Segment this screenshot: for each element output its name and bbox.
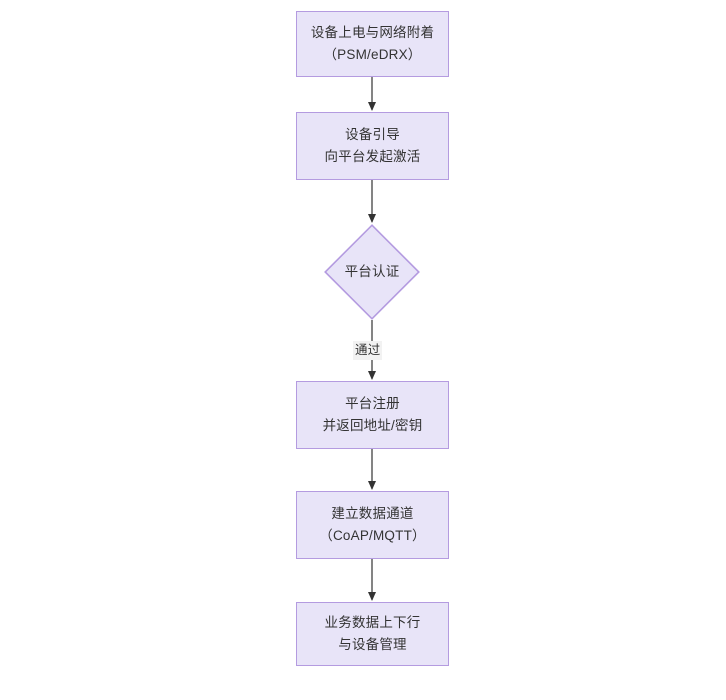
node-device-power-on[interactable]: 设备上电与网络附着 （PSM/eDRX） xyxy=(296,11,449,77)
node-establish-data-channel[interactable]: 建立数据通道 （CoAP/MQTT） xyxy=(296,491,449,559)
edge-label-pass: 通过 xyxy=(353,341,383,360)
node-label-device-bootstrap: 设备引导 向平台发起激活 xyxy=(324,126,421,164)
node-label-platform-authentication: 平台认证 xyxy=(344,264,400,280)
node-label-business-data-and-device-management: 业务数据上下行 与设备管理 xyxy=(324,614,421,652)
node-device-bootstrap[interactable]: 设备引导 向平台发起激活 xyxy=(296,112,449,180)
diamond-shape xyxy=(324,224,420,320)
node-label-platform-registration: 平台注册 并返回地址/密钥 xyxy=(322,395,423,433)
node-business-data-and-device-management[interactable]: 业务数据上下行 与设备管理 xyxy=(296,602,449,666)
node-platform-registration[interactable]: 平台注册 并返回地址/密钥 xyxy=(296,381,449,449)
edge-label-pass-text: 通过 xyxy=(355,343,381,357)
node-label-device-power-on: 设备上电与网络附着 （PSM/eDRX） xyxy=(310,24,435,62)
node-label-establish-data-channel: 建立数据通道 （CoAP/MQTT） xyxy=(319,505,426,543)
node-platform-authentication[interactable]: 平台认证 xyxy=(324,224,420,320)
